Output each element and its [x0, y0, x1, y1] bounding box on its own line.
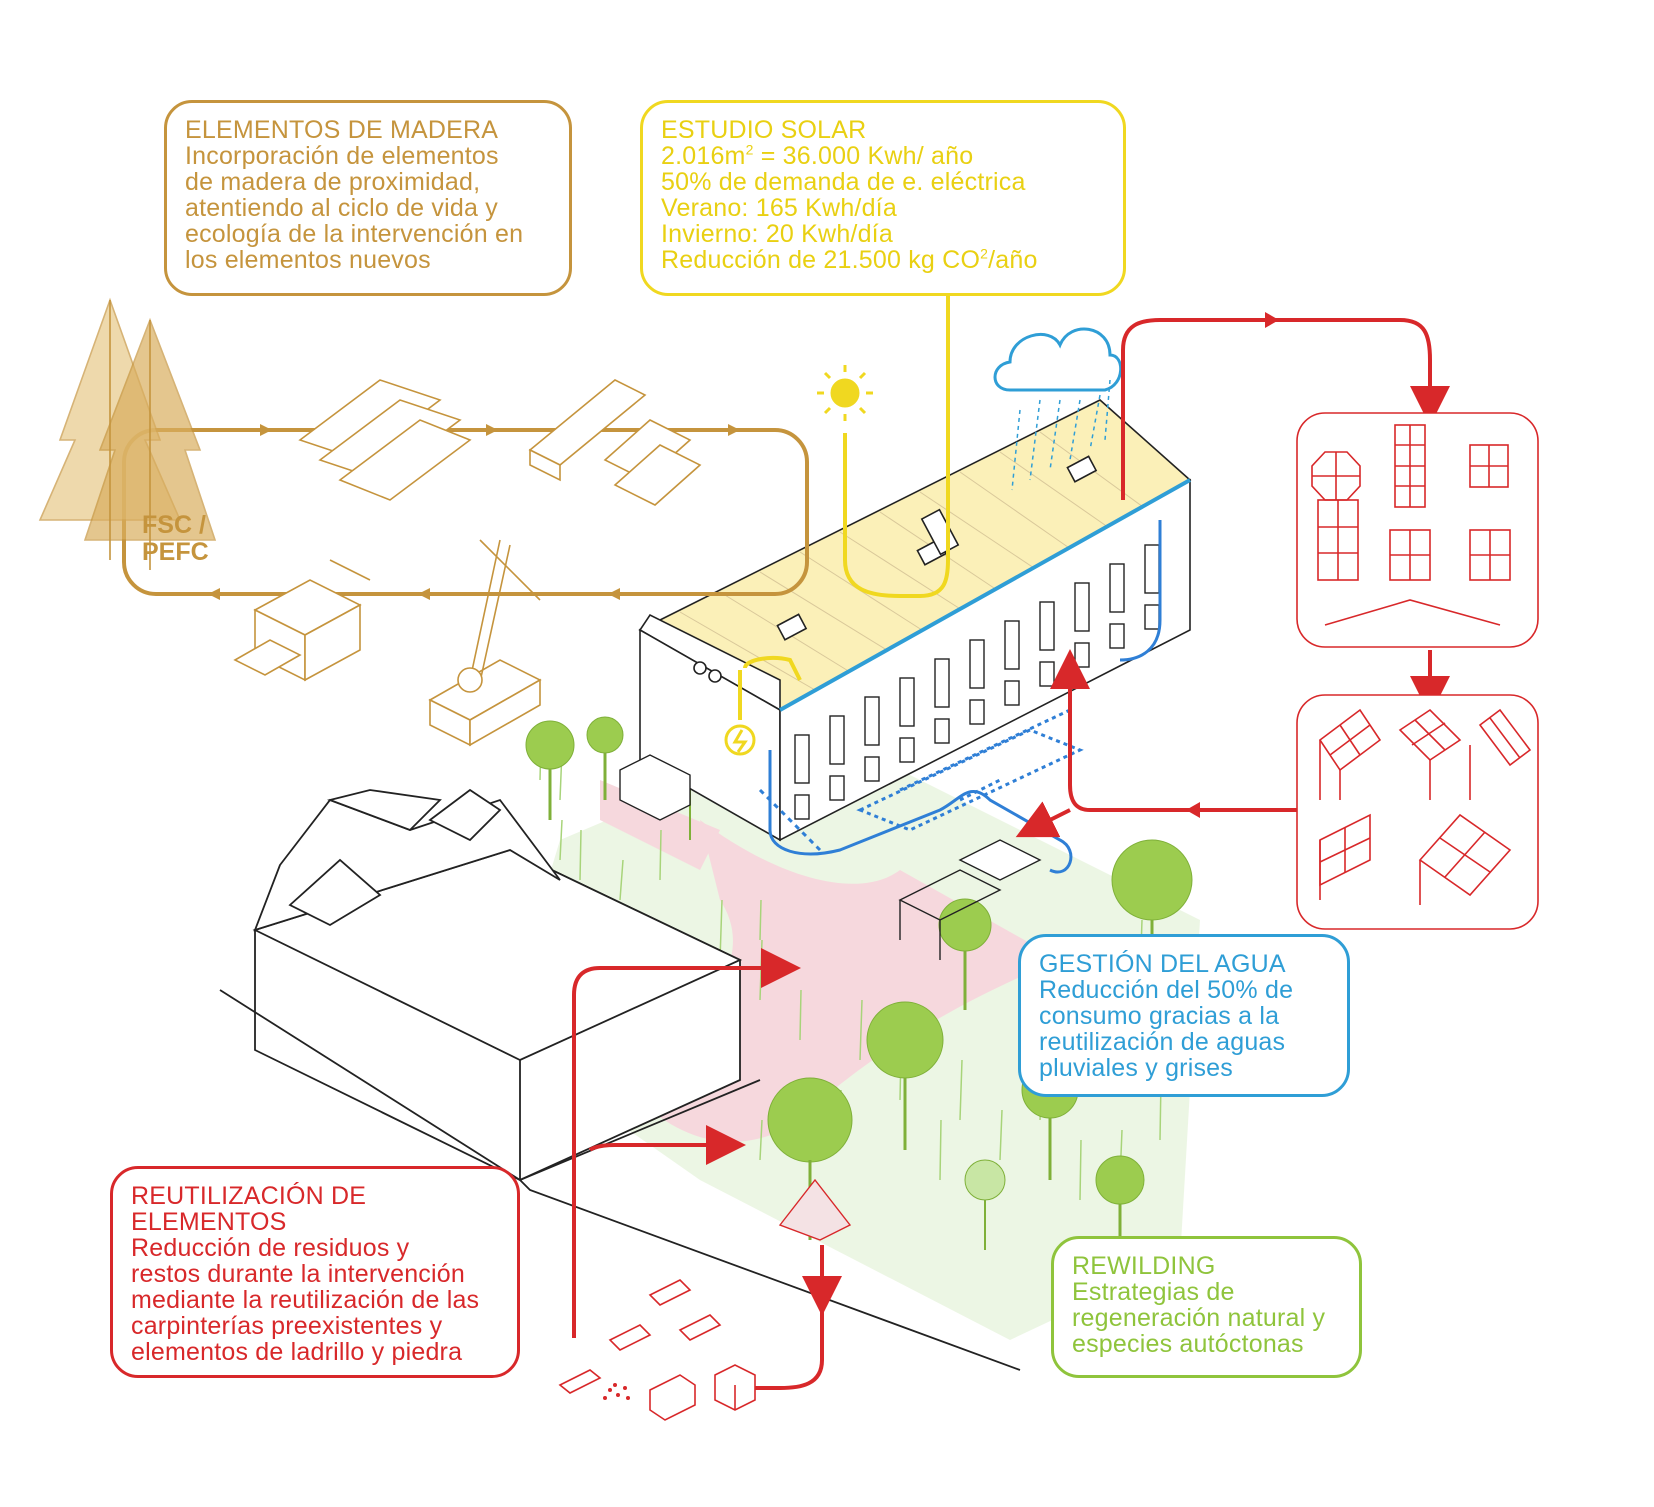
neighbour-building	[219, 788, 1021, 1371]
rewild-box-line: Estrategias de	[1072, 1278, 1235, 1306]
brick-pile	[778, 1178, 852, 1241]
cloud-icon	[993, 327, 1123, 392]
wood-box-line: los elementos nuevos	[185, 246, 431, 274]
wood-box-title: ELEMENTOS DE MADERA	[185, 116, 499, 144]
wood-elements-box: ELEMENTOS DE MADERA Incorporación de ele…	[164, 100, 572, 296]
stone-block-icon	[649, 1364, 756, 1421]
sawmill-icon	[233, 559, 371, 682]
fsc-text: FSC /	[142, 511, 206, 539]
reuse-box-line: Reducción de residuos y	[131, 1234, 410, 1262]
solar-box-title: ESTUDIO SOLAR	[661, 116, 867, 144]
wood-loop-arrows	[208, 424, 740, 600]
rewild-box-line: regeneración natural y	[1072, 1304, 1326, 1332]
wood-cycle-loop	[122, 428, 809, 596]
solar-box-summer: Verano: 165 Kwh/día	[661, 194, 897, 222]
lumber-stack-icon	[528, 379, 702, 506]
reuse-box-line: elementos de ladrillo y piedra	[131, 1338, 463, 1366]
lightning-meter-icon	[724, 724, 756, 756]
water-management-box: GESTIÓN DEL AGUA Reducción del 50% de co…	[1018, 934, 1350, 1097]
water-flow-lines	[758, 520, 1162, 874]
reuse-elements-box: REUTILIZACIÓN DE ELEMENTOS Reducción de …	[110, 1166, 520, 1378]
water-box-line: pluviales y grises	[1039, 1054, 1233, 1082]
red-arrowheads	[1186, 312, 1279, 818]
rewilding-box: REWILDING Estrategias de regeneración na…	[1051, 1236, 1362, 1378]
wood-box-line: de madera de proximidad,	[185, 168, 481, 196]
water-box-title: GESTIÓN DEL AGUA	[1039, 950, 1286, 978]
wood-box-line: ecología de la intervención en	[185, 220, 524, 248]
water-box-line: Reducción del 50% de	[1039, 976, 1294, 1004]
solar-box-demand: 50% de demanda de e. eléctrica	[661, 168, 1026, 196]
reuse-box-line: mediante la reutilización de las	[131, 1286, 480, 1314]
rain-lines	[1011, 379, 1111, 491]
water-box-line: reutilización de aguas	[1039, 1028, 1286, 1056]
wood-box-line: Incorporación de elementos	[185, 142, 499, 170]
reuse-box-title: ELEMENTOS	[131, 1208, 287, 1236]
reuse-box-line: carpinterías preexistentes y	[131, 1312, 443, 1340]
brick-icon	[558, 1279, 722, 1394]
pefc-text: PEFC	[142, 538, 209, 566]
solar-box-area: 2.016m2 = 36.000 Kwh/ año	[661, 141, 974, 170]
solar-box-co2: Reducción de 21.500 kg CO2/año	[661, 245, 1038, 274]
rewild-box-line: especies autóctonas	[1072, 1330, 1304, 1358]
log-pile-icon	[298, 379, 472, 501]
water-box-line: consumo gracias a la	[1039, 1002, 1280, 1030]
tree-icon	[38, 297, 217, 570]
solar-panels-panel	[1296, 694, 1539, 930]
wood-box-line: atentiendo al ciclo de vida y	[185, 194, 498, 222]
rewild-box-title: REWILDING	[1072, 1252, 1216, 1280]
sun-icon	[817, 365, 873, 421]
garden-ground	[500, 730, 1200, 1340]
window-icon	[1311, 424, 1511, 626]
rubble	[603, 1383, 630, 1400]
main-building	[638, 399, 1192, 842]
reuse-flow-lines	[572, 318, 1450, 1390]
solar-study-box: ESTUDIO SOLAR 2.016m2 = 36.000 Kwh/ año …	[640, 100, 1126, 296]
fsc-pefc-label: FSC / PEFC	[142, 512, 209, 566]
solar-panel-icon	[1318, 708, 1532, 905]
green-trees	[525, 716, 1193, 1260]
reuse-box-title: REUTILIZACIÓN DE	[131, 1182, 367, 1210]
windows-panel	[1296, 412, 1539, 648]
solar-box-winter: Invierno: 20 Kwh/día	[661, 220, 893, 248]
crane-truck-icon	[428, 539, 542, 747]
solar-flow-line	[738, 296, 950, 720]
reuse-box-line: restos durante la intervención	[131, 1260, 465, 1288]
water-dotted-network	[856, 708, 1084, 832]
facade-windows	[794, 544, 1160, 820]
annex	[619, 754, 1042, 960]
